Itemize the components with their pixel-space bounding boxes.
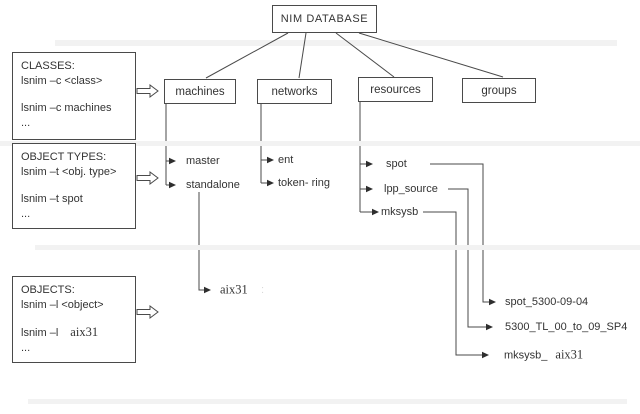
master-label: master: [186, 155, 220, 167]
token-ring-label: token- ring: [278, 177, 330, 189]
machines-box: machines: [164, 79, 236, 104]
arrowhead-token-ring: [267, 179, 274, 187]
machines-label: machines: [175, 85, 225, 98]
separator-band: [28, 399, 627, 404]
standalone-aix31-arm: [198, 192, 205, 291]
object-types-panel-title: OBJECT TYPES:: [21, 151, 107, 163]
edge-root-resources: [335, 32, 395, 78]
arrowhead-lpp-source: [366, 185, 373, 193]
arrowhead-ent: [267, 156, 274, 164]
lpp-source-label: lpp_source: [384, 183, 438, 195]
groups-label: groups: [481, 84, 517, 97]
resources-box: resources: [358, 77, 433, 102]
classes-syntax: lsnim –c <class>: [21, 74, 103, 87]
groups-box: groups: [462, 78, 536, 103]
mksysb-label: mksysb: [381, 206, 419, 218]
edge-root-groups: [358, 32, 504, 78]
arrowhead-spot-instance: [489, 298, 496, 306]
arrowhead-mksysb-instance: [482, 351, 489, 359]
classes-panel: CLASSES: lsnim –c <class> lsnim –c machi…: [12, 52, 136, 140]
mksysb-instance-label: mksysb_ aix31: [504, 348, 583, 363]
objects-panel-title: OBJECTS:: [21, 284, 75, 296]
spot-instance-wire: [430, 163, 490, 303]
blank-line: [21, 88, 127, 101]
edge-root-networks: [298, 32, 307, 79]
arrowhead-aix31: [204, 286, 211, 294]
blank-line: [21, 179, 127, 192]
spot-label: spot: [386, 158, 407, 170]
nim-database-box: NIM DATABASE: [272, 5, 377, 33]
aix31-instance-label: aix31: [220, 282, 248, 297]
objects-block-arrow-icon: [136, 305, 159, 319]
objects-syntax: lsnim –l <object>: [21, 298, 104, 311]
nim-database-label: NIM DATABASE: [280, 13, 369, 25]
classes-block-arrow-icon: [136, 84, 159, 98]
object-types-panel: OBJECT TYPES: lsnim –t <obj. type> lsnim…: [12, 143, 136, 229]
object-types-example: lsnim –t spot: [21, 193, 83, 205]
blank-line: [21, 312, 127, 325]
arrowhead-standalone: [169, 181, 176, 189]
arrowhead-lpp-instance: [486, 323, 493, 331]
lpp-instance-wire: [448, 188, 487, 328]
arrowhead-spot: [366, 160, 373, 168]
standalone-label: standalone: [186, 179, 240, 191]
networks-label: networks: [271, 85, 318, 98]
resources-label: resources: [370, 83, 421, 96]
lpp-instance-label: 5300_TL_00_to_09_SP4: [505, 321, 628, 333]
object-types-syntax: lsnim –t <obj. type>: [21, 165, 117, 178]
separator-band: [55, 40, 617, 46]
classes-example: lsnim –c machines: [21, 102, 112, 114]
aix31-faint-mark: :: [261, 284, 265, 296]
classes-panel-title: CLASSES:: [21, 60, 75, 72]
arrowhead-master: [169, 157, 176, 165]
objects-example: lsnim –l aix31: [21, 325, 127, 341]
objects-ellipsis: ...: [21, 341, 31, 354]
object-types-ellipsis: ...: [21, 207, 31, 220]
object-types-block-arrow-icon: [136, 171, 159, 185]
spot-instance-label: spot_5300-09-04: [505, 296, 589, 308]
separator-band: [0, 141, 640, 146]
classes-ellipsis: ...: [21, 116, 31, 129]
objects-example-command: lsnim –l: [21, 327, 59, 339]
edge-root-machines: [205, 32, 289, 79]
ent-label: ent: [278, 154, 294, 166]
arrowhead-mksysb: [372, 208, 379, 216]
objects-panel: OBJECTS: lsnim –l <object> lsnim –l aix31…: [12, 276, 136, 363]
mksysb-instance-wire: [423, 211, 483, 356]
separator-band: [35, 245, 640, 250]
objects-example-argument: aix31: [70, 325, 99, 339]
mksysb-instance-prefix: mksysb_: [504, 349, 548, 362]
mksysb-instance-argument: aix31: [555, 347, 584, 362]
networks-box: networks: [257, 79, 332, 104]
